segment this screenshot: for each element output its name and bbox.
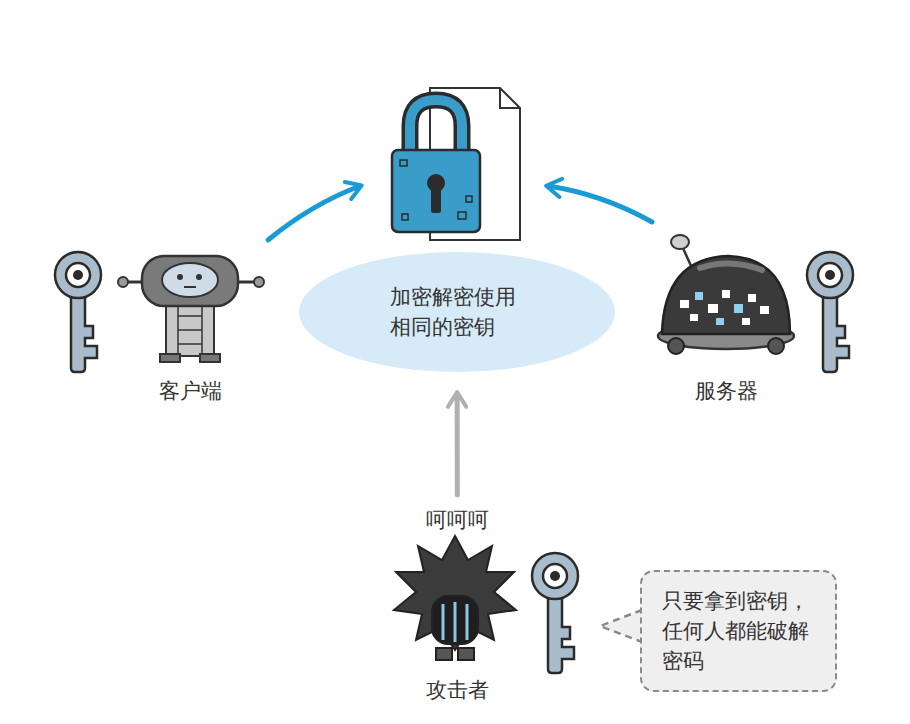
- blue-arrow: [548, 186, 652, 222]
- attacker-figure: [394, 536, 516, 660]
- key-icon: [807, 252, 853, 372]
- ellipse-shape: [299, 252, 615, 372]
- callout-text: 只要拿到密钥， 任何人都能破解 密码: [662, 586, 815, 676]
- node-label: 客户端: [159, 376, 222, 406]
- blue-arrow: [268, 186, 360, 240]
- ellipse-fill: [299, 252, 615, 372]
- figure-label-node: 客户端: [130, 240, 250, 406]
- ellipse-node: 加密解密使用 相同的密钥: [299, 252, 615, 372]
- client-robot: [118, 256, 264, 362]
- node-label: 加密解密使用 相同的密钥: [390, 282, 524, 342]
- node-label: 攻击者: [426, 675, 489, 705]
- node-label: 呵呵呵: [426, 505, 489, 535]
- node-label: 服务器: [695, 376, 758, 406]
- server-robot: [658, 235, 794, 354]
- key-icon: [55, 252, 101, 372]
- figure-label-node: 呵呵呵攻击者: [385, 505, 530, 705]
- speech-callout: 只要拿到密钥， 任何人都能破解 密码: [640, 570, 837, 692]
- arrow-connector: [455, 394, 460, 495]
- figure-label-node: 服务器: [660, 240, 792, 406]
- callout-tail: [600, 610, 642, 642]
- key-icon: [532, 553, 578, 673]
- locked-document: [392, 88, 520, 240]
